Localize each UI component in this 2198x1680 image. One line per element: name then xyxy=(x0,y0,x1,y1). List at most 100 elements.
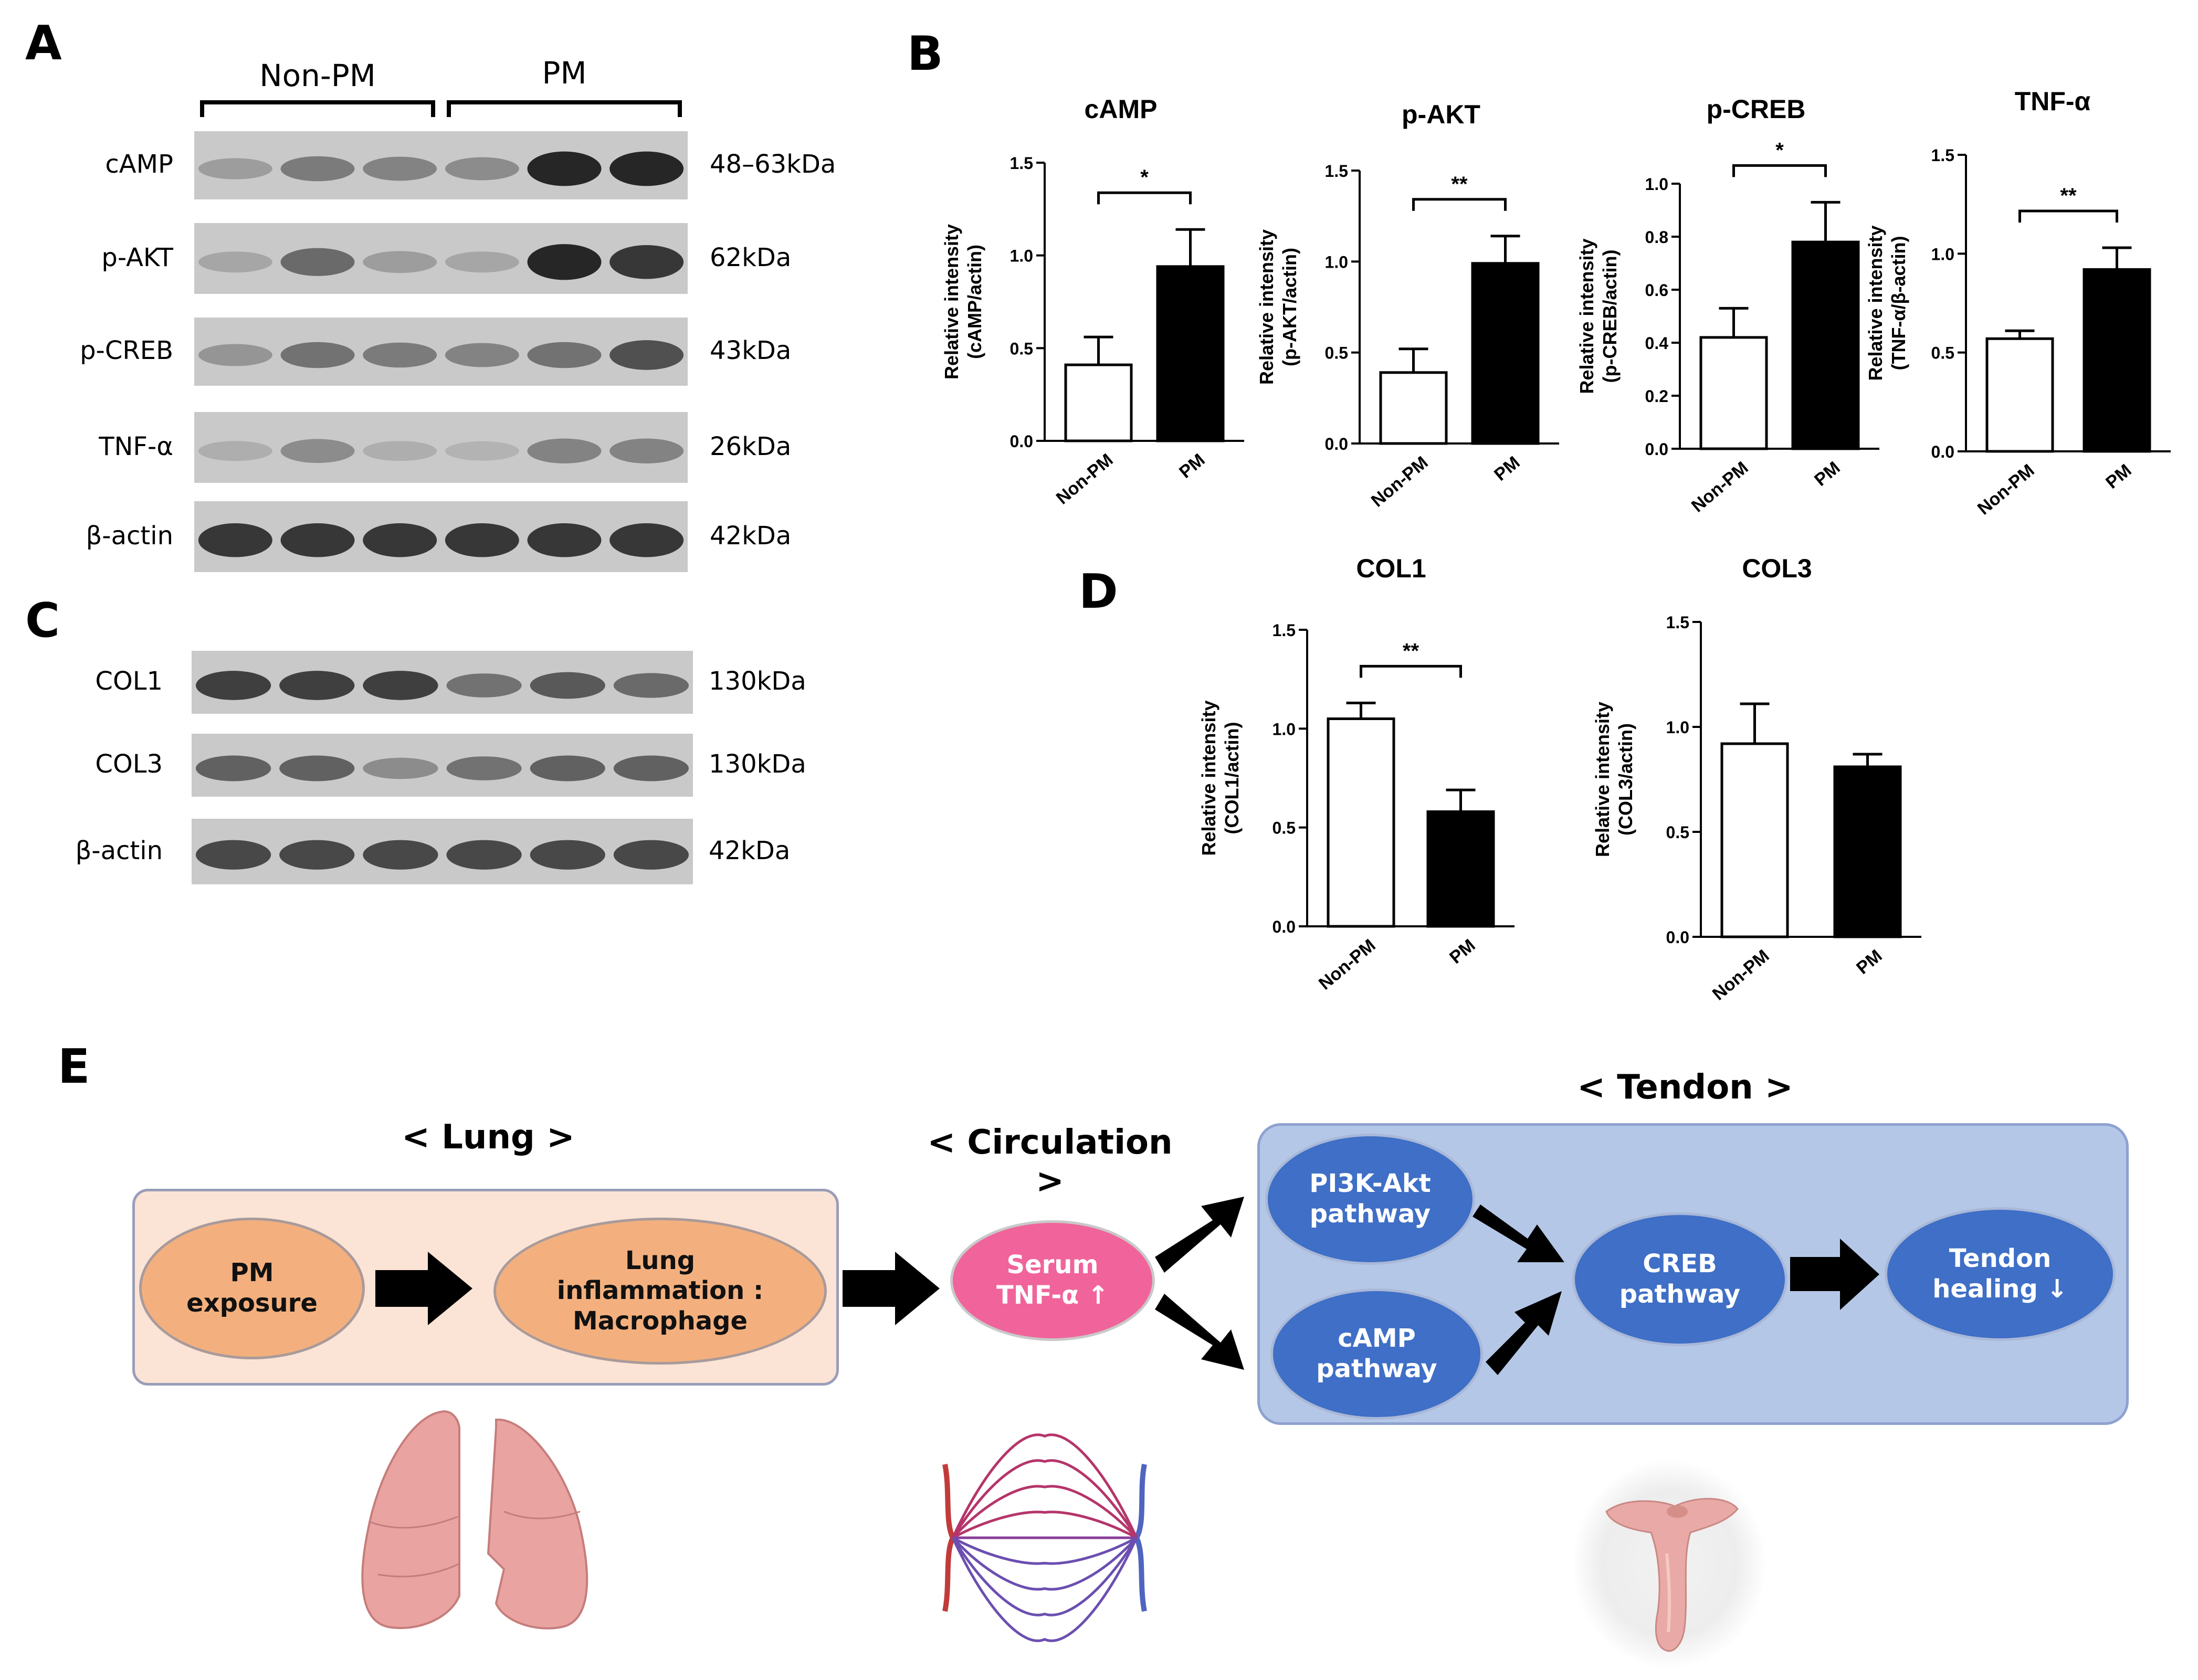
blot-a-band xyxy=(280,248,355,276)
panel-label-b: B xyxy=(907,26,943,81)
y-axis-label: Relative intensity(p-CREB/actin) xyxy=(1576,238,1621,394)
y-tick-label: 0.8 xyxy=(1645,228,1668,247)
panel-label-c: C xyxy=(25,593,60,648)
blot-a-band xyxy=(445,441,519,461)
blot-a-band xyxy=(198,251,272,273)
capillary xyxy=(951,1459,1138,1539)
chart-title: cAMP xyxy=(1085,94,1158,124)
artery xyxy=(942,1464,956,1612)
blot-c-band xyxy=(363,671,438,700)
blot-a-band xyxy=(609,340,684,370)
blot-a-kda-2: 43kDa xyxy=(710,336,792,365)
significance-bracket xyxy=(1360,664,1462,678)
blot-c-band xyxy=(446,756,522,780)
tendon-photo xyxy=(1572,1459,1766,1669)
blot-a-band xyxy=(609,151,684,186)
chart-title: p-CREB xyxy=(1707,94,1806,124)
blot-a-band xyxy=(280,342,355,368)
blot-c-band xyxy=(363,757,438,779)
group-brackets xyxy=(200,100,682,117)
blot-a-band xyxy=(609,523,684,557)
blot-a-band xyxy=(609,245,684,279)
blot-a-band xyxy=(527,438,602,464)
blot-a-band xyxy=(363,156,437,181)
bar-non-pm xyxy=(1985,337,2054,453)
blot-c-label-0: COL1 xyxy=(95,667,163,696)
y-tick-label: 0.0 xyxy=(1010,432,1033,451)
blot-c-band xyxy=(195,840,271,870)
blot-a-band xyxy=(527,151,602,186)
blot-a-band xyxy=(363,441,437,461)
lung-inflammation-node: Lung inflammation : Macrophage xyxy=(493,1218,827,1365)
blot-a-kda-3: 26kDa xyxy=(710,431,792,461)
blot-a-band xyxy=(363,523,437,557)
blot-a-band xyxy=(445,157,519,181)
y-axis-label: Relative intensity(TNF-α/β-actin) xyxy=(1865,225,1909,381)
blot-a-band xyxy=(198,158,272,179)
tendon-healing-node: Tendon healing ↓ xyxy=(1885,1207,2116,1341)
significance-marker: * xyxy=(1140,166,1149,189)
significance-marker: ** xyxy=(1451,173,1468,196)
arrow-pm-to-lung xyxy=(375,1252,472,1325)
capillary xyxy=(952,1510,1138,1539)
bar-non-pm xyxy=(1064,363,1133,442)
y-tick-label: 1.0 xyxy=(1645,175,1668,194)
blot-c-band xyxy=(613,673,689,698)
creb-pathway-node: CREB pathway xyxy=(1572,1212,1787,1346)
chart-title: TNF-α xyxy=(2015,87,2091,116)
arrow-pi3k-to-creb xyxy=(1473,1204,1564,1262)
y-tick-label: 0.5 xyxy=(1272,819,1296,838)
blot-c-label-2: β-actin xyxy=(75,836,163,865)
significance-marker: * xyxy=(1775,139,1784,162)
bar-pm xyxy=(2083,268,2151,453)
y-tick-label: 0.6 xyxy=(1645,281,1668,300)
arrow-creb-to-healing xyxy=(1790,1239,1879,1310)
blot-a-band xyxy=(280,523,355,557)
blot-a-band xyxy=(527,244,602,280)
blot-a-band xyxy=(198,344,272,366)
blot-c-kda-0: 130kDa xyxy=(709,667,806,696)
pi3k-akt-node: PI3K-Akt pathway xyxy=(1265,1134,1475,1265)
blot-c-band xyxy=(613,840,689,870)
blot-a-band xyxy=(527,342,602,368)
blot-a-band xyxy=(445,343,519,367)
capillary xyxy=(951,1537,1138,1616)
lung-illustration xyxy=(361,1410,588,1630)
y-tick-label: 1.5 xyxy=(1010,154,1033,173)
y-tick-label: 0.0 xyxy=(1272,917,1296,936)
circulation-section-title: < Circulation > xyxy=(927,1123,1173,1201)
blot-c-band xyxy=(195,671,271,700)
blot-c-band xyxy=(530,672,605,699)
blot-c-label-1: COL3 xyxy=(95,749,163,779)
blot-c-kda-2: 42kDa xyxy=(709,836,791,865)
blot-a-band xyxy=(198,523,272,557)
lung-section-title: < Lung > xyxy=(402,1118,575,1157)
blot-c-band xyxy=(530,840,605,870)
significance-marker: ** xyxy=(1403,639,1419,662)
y-tick-label: 1.0 xyxy=(1931,245,1954,263)
blot-c-strip-0 xyxy=(192,651,693,714)
vein xyxy=(1133,1464,1147,1612)
blot-a-strip-1 xyxy=(194,223,688,294)
chart-title: COL1 xyxy=(1356,554,1426,583)
y-tick-label: 1.5 xyxy=(1666,613,1689,632)
blot-a-band xyxy=(445,251,519,273)
capillary xyxy=(952,1537,1138,1591)
y-tick-label: 0.0 xyxy=(1666,928,1689,947)
blot-a-label-2: p-CREB xyxy=(80,336,173,365)
blot-c-band xyxy=(446,673,522,698)
blot-a-label-4: β-actin xyxy=(86,521,173,551)
y-axis-label: Relative intensity(p-AKT/actin) xyxy=(1256,229,1300,385)
blot-c-band xyxy=(195,755,271,781)
pm-exposure-node: PM exposure xyxy=(139,1218,365,1359)
blot-a-band xyxy=(445,523,519,557)
y-tick-label: 1.0 xyxy=(1325,252,1348,271)
arrow-serum-to-pi3k xyxy=(1155,1197,1244,1273)
blot-a-kda-0: 48–63kDa xyxy=(710,150,836,179)
y-axis-label: Relative intensity(cAMP/actin) xyxy=(941,224,985,379)
